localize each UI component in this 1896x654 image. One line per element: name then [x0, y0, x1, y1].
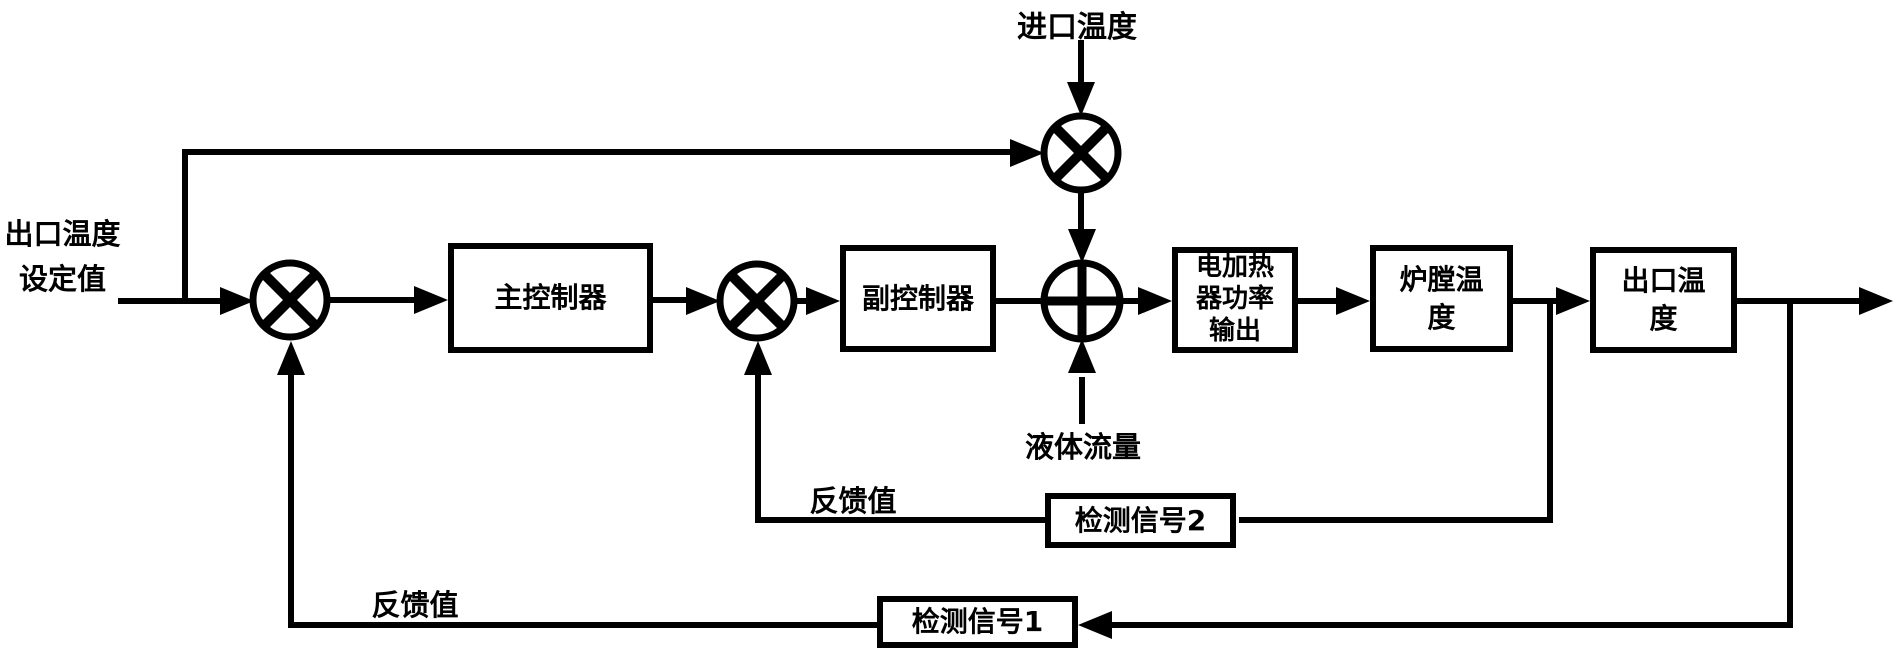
- heater-power-output-block: 电加热 器功率 输出: [1172, 247, 1298, 353]
- wire-feedback1-return: [288, 372, 877, 628]
- wire-feedforward-branch: [182, 149, 1014, 301]
- outlet-temperature-block: 出口温 度: [1590, 247, 1737, 353]
- arrow-into-comparator2-bottom: [744, 341, 772, 375]
- arrow-into-outlet-block: [1556, 287, 1590, 315]
- arrow-into-multiplier-top: [1067, 82, 1095, 116]
- secondary-controller-block: 副控制器: [840, 245, 996, 352]
- inlet-temperature-label: 进口温度: [1017, 10, 1137, 45]
- detect-signal-1-block: 检测信号1: [877, 596, 1078, 648]
- arrow-into-multiplier-left: [1010, 139, 1044, 167]
- arrow-into-comparator1: [220, 287, 254, 315]
- feedforward-multiplier-junction: [1040, 112, 1122, 194]
- wire-feedback1-branch: [1110, 301, 1793, 628]
- furnace-temperature-block: 炉膛温 度: [1370, 245, 1513, 352]
- detect-signal-2-block: 检测信号2: [1045, 493, 1236, 548]
- setpoint-label: 出口温度 设定值: [4, 217, 121, 296]
- comparator-2-junction: [716, 260, 798, 342]
- arrow-into-secondary-controller: [806, 287, 840, 315]
- arrow-output-end: [1859, 287, 1893, 315]
- arrow-into-main-controller: [414, 286, 448, 314]
- wire-feedback2-branch: [1239, 301, 1553, 523]
- feedback-value-lower-label: 反馈值: [371, 588, 459, 622]
- arrow-into-comparator2: [686, 287, 720, 315]
- arrow-into-comparator1-bottom: [277, 341, 305, 375]
- liquid-flow-label: 液体流量: [1024, 430, 1141, 464]
- arrow-into-summer-top: [1068, 229, 1096, 263]
- arrow-into-detect-signal1: [1078, 611, 1112, 639]
- arrow-into-furnace-block: [1336, 287, 1370, 315]
- arrow-into-heater-block: [1138, 287, 1172, 315]
- wire-feedback2-return: [755, 373, 1045, 523]
- main-controller-block: 主控制器: [448, 243, 653, 353]
- feedback-value-upper-label: 反馈值: [809, 484, 897, 518]
- arrow-into-summer-bottom: [1068, 339, 1096, 373]
- sum-junction: [1040, 259, 1124, 343]
- comparator-1-junction: [249, 259, 331, 341]
